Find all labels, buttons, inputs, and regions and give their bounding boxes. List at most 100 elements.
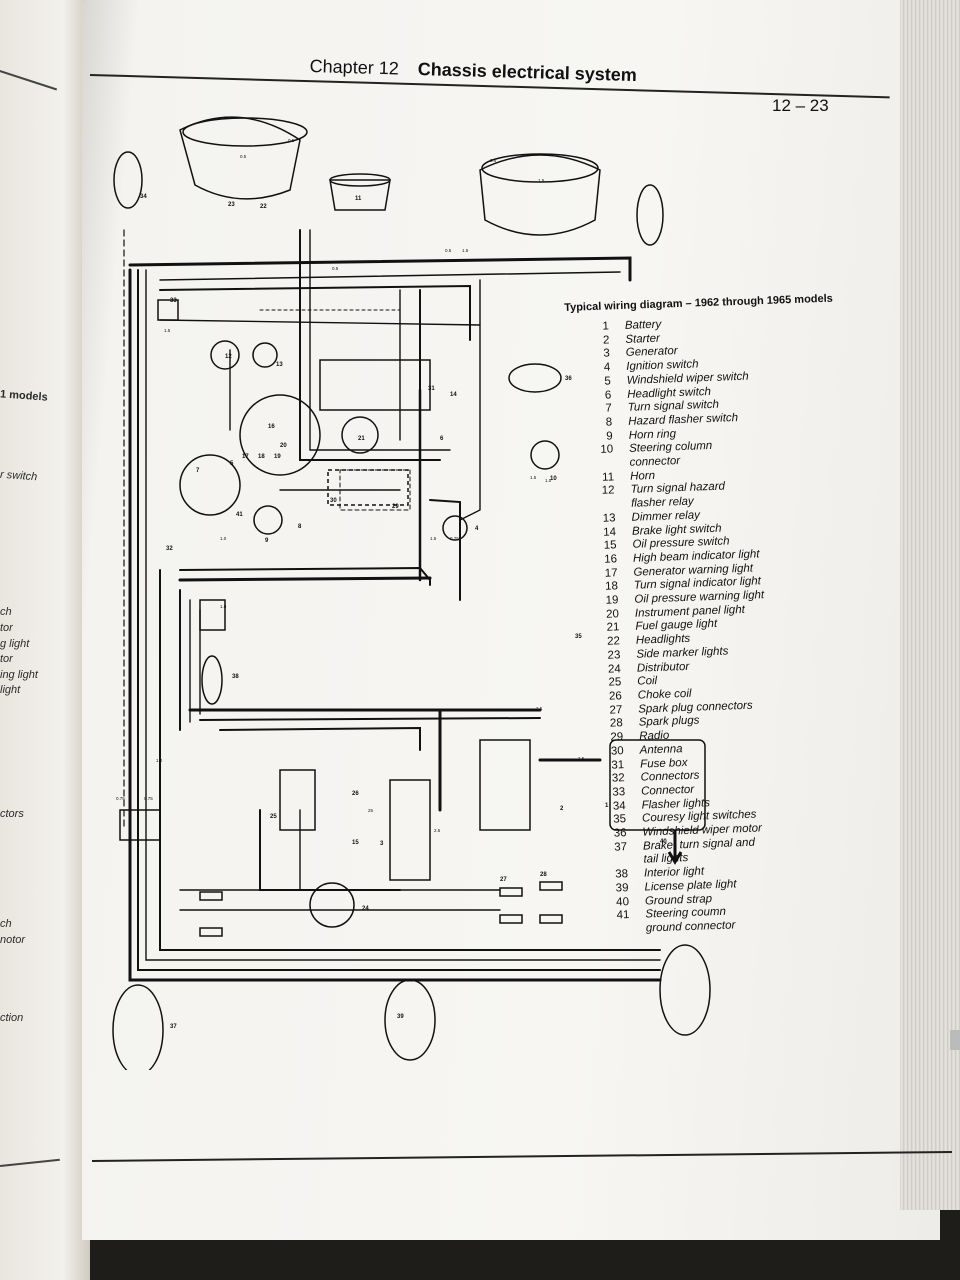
callout-14: 14 xyxy=(450,392,457,398)
callout-40: 40 xyxy=(660,839,667,845)
callout-5: 5 xyxy=(230,461,234,467)
left-page-fragment: tor xyxy=(0,622,13,634)
legend-item-label: Brake, turn signal and tail lights xyxy=(642,836,756,866)
wire-label: 1.0 xyxy=(220,536,227,541)
callout-18: 18 xyxy=(258,454,265,460)
callout-22: 22 xyxy=(260,204,267,210)
callout-31: 31 xyxy=(428,386,435,392)
callout-35: 35 xyxy=(575,634,582,640)
callout-37: 37 xyxy=(170,1024,177,1030)
wire-label: 1.5 xyxy=(164,328,171,333)
callout-13: 13 xyxy=(276,362,283,368)
page-tab xyxy=(950,1030,960,1050)
callout-25: 25 xyxy=(270,814,277,820)
callout-20: 20 xyxy=(280,443,287,449)
left-page-fragment: 1 models xyxy=(0,388,49,404)
wire-label: 1.5 xyxy=(530,475,537,480)
callout-15: 15 xyxy=(352,840,359,846)
wiring-diagram: 34 33 23 22 11 36 21 20 13 12 7 41 9 8 5… xyxy=(112,116,711,1070)
callout-9: 9 xyxy=(265,538,269,544)
wire-label: 0.75 xyxy=(450,536,459,541)
left-page-fragment: ctors xyxy=(0,808,24,820)
wire-label: 0.5 xyxy=(332,266,339,271)
legend-item-label: Steering coumn ground connector xyxy=(645,905,736,935)
wire-label: 1.0 xyxy=(156,758,163,763)
callout-19: 19 xyxy=(274,454,281,460)
callout-29: 29 xyxy=(392,504,399,510)
left-page-fragment: light xyxy=(0,684,21,696)
callout-23: 23 xyxy=(228,202,235,208)
wire-label: 0.5 xyxy=(490,158,497,163)
callout-26: 26 xyxy=(352,791,359,797)
wire-label: 2.5 xyxy=(536,706,543,711)
callout-24: 24 xyxy=(362,906,369,912)
wire-label: 0.75 xyxy=(144,796,153,801)
legend-item-label: Spark plugs xyxy=(638,714,700,730)
callout-10: 10 xyxy=(550,476,557,482)
left-page-fragment: g light xyxy=(0,638,30,650)
wire-label: 0.5 xyxy=(445,248,452,253)
left-page-rule xyxy=(0,1158,60,1167)
callout-2: 2 xyxy=(560,806,564,812)
wire-label: 0.75 xyxy=(116,796,125,801)
callout-41: 41 xyxy=(236,512,243,518)
left-page: 1 models r switch ch tor g light tor ing… xyxy=(0,0,90,1280)
callout-17: 17 xyxy=(242,454,249,460)
left-page-fragment: notor xyxy=(0,934,26,946)
callout-38: 38 xyxy=(232,674,239,680)
wire-label: 2.5 xyxy=(434,828,441,833)
chapter-number: Chapter 12 xyxy=(309,56,400,79)
callout-39: 39 xyxy=(397,1014,404,1020)
legend-item-label: Steering column connector xyxy=(628,440,713,469)
legend-item-label: Fuel gauge light xyxy=(635,618,718,634)
callout-32: 32 xyxy=(166,546,173,552)
wire-label: 25 xyxy=(368,808,374,813)
callout-34: 34 xyxy=(140,194,147,200)
legend-item-label: Radio xyxy=(639,729,670,743)
legend-item-number: 41 xyxy=(616,909,630,922)
callout-7: 7 xyxy=(196,468,200,474)
left-page-fragment: tor xyxy=(0,653,13,665)
wire-label: 0.5 xyxy=(240,154,247,159)
callout-16: 16 xyxy=(268,424,275,430)
left-page-rule xyxy=(0,70,58,91)
left-page-fragment: ction xyxy=(0,1012,24,1024)
legend-item-label: Coil xyxy=(637,675,658,688)
wire-label: 1.5 xyxy=(538,178,545,183)
wire-label: 1.5 xyxy=(462,248,469,253)
callout-8: 8 xyxy=(298,524,302,530)
wire-label: 2.5 xyxy=(578,756,585,761)
legend-item-number: 12 xyxy=(601,484,615,498)
left-page-fragment: ing light xyxy=(0,669,38,681)
callout-21: 21 xyxy=(358,436,365,442)
legend-item-label: Battery xyxy=(624,318,662,332)
callout-11: 11 xyxy=(355,196,362,202)
left-page-fragment: ch xyxy=(0,918,12,930)
legend-item-number: 10 xyxy=(600,443,614,457)
callout-1: 1 xyxy=(605,803,609,809)
page-number: 12 – 23 xyxy=(772,96,829,115)
wire-label: 1.0 xyxy=(220,604,227,609)
callout-27: 27 xyxy=(500,877,507,883)
callout-6: 6 xyxy=(440,436,444,442)
legend-item-label: Distributor xyxy=(636,660,690,675)
left-page-fragment: r switch xyxy=(0,468,38,484)
diagram-legend: Typical wiring diagram – 1962 through 19… xyxy=(564,290,916,938)
callout-33: 33 xyxy=(170,298,177,304)
callout-30: 30 xyxy=(330,498,337,504)
page-edge xyxy=(900,0,960,1210)
wire-label: 0.5 xyxy=(288,138,295,143)
legend-item-number: 37 xyxy=(614,840,628,854)
callout-4: 4 xyxy=(475,526,479,532)
callout-12: 12 xyxy=(225,354,232,360)
legend-item-label: Starter xyxy=(625,332,661,346)
legend-item-label: Horn xyxy=(629,469,656,483)
callout-28: 28 xyxy=(540,872,547,878)
legend-item-label: Turn signal hazard flasher relay xyxy=(630,480,726,510)
left-page-fragment: ch xyxy=(0,606,12,618)
callout-3: 3 xyxy=(380,841,384,847)
callout-36: 36 xyxy=(565,376,572,382)
wire-label: 1.0 xyxy=(545,478,552,483)
wire-label: 1.5 xyxy=(430,536,437,541)
